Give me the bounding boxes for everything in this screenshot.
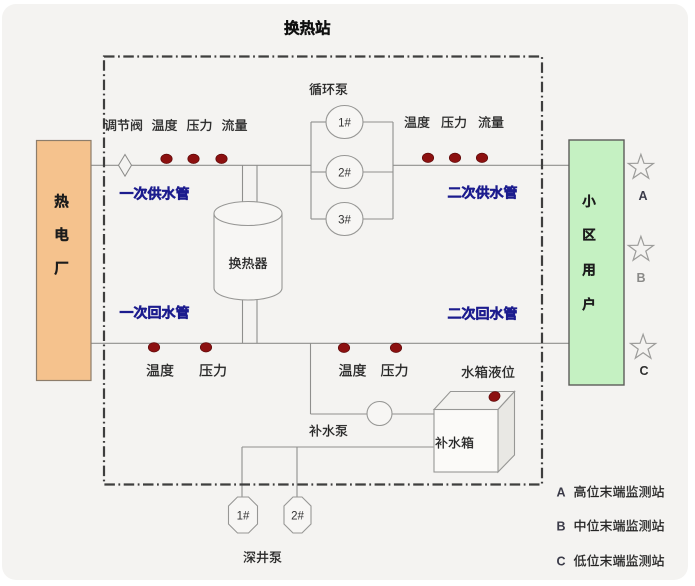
svg-text:1#: 1#	[237, 511, 250, 523]
svg-text:B: B	[556, 520, 565, 534]
svg-text:1#: 1#	[338, 118, 351, 130]
svg-text:2#: 2#	[291, 511, 304, 523]
svg-text:A: A	[638, 189, 647, 203]
svg-text:A: A	[556, 486, 565, 500]
svg-text:C: C	[639, 364, 648, 378]
svg-text:C: C	[556, 555, 565, 569]
svg-text:B: B	[636, 271, 645, 285]
svg-text:3#: 3#	[338, 215, 351, 227]
svg-text:2#: 2#	[338, 168, 351, 180]
